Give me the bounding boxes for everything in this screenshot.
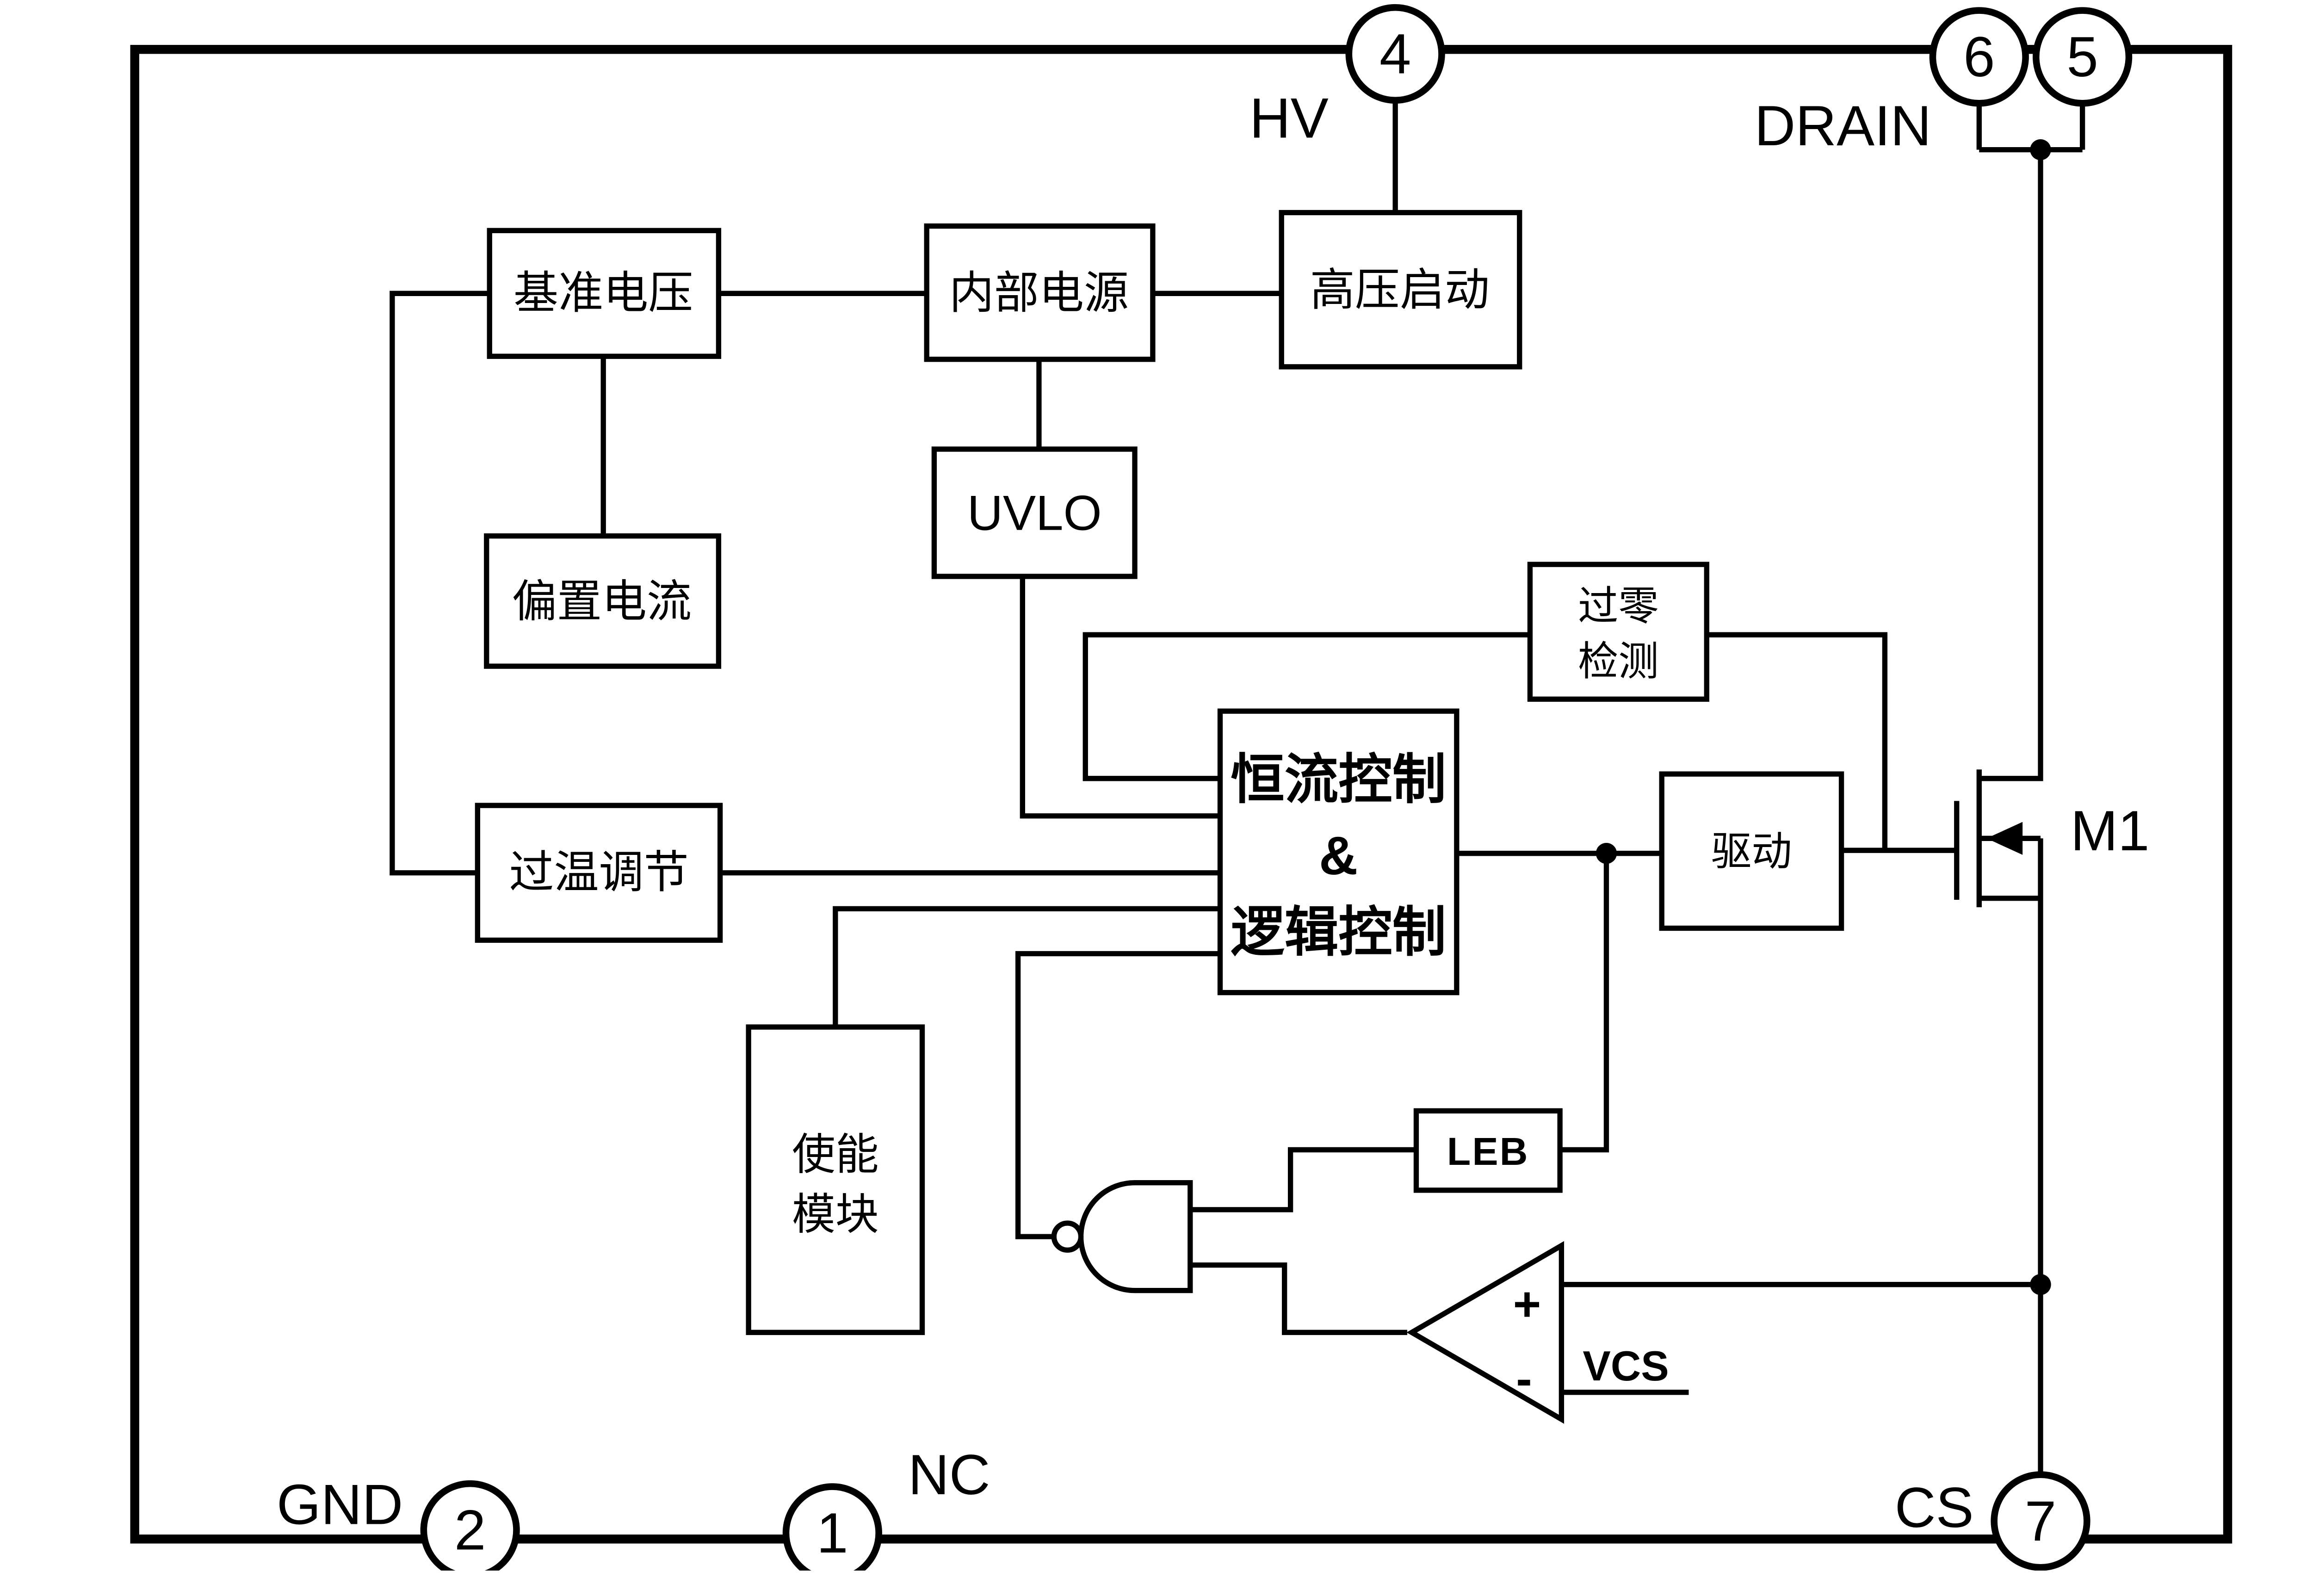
pin-number-1: 1 — [816, 1502, 848, 1565]
pin-drain-6: 6 — [1929, 7, 2029, 107]
wire-comparator-to-nand — [1190, 1262, 1408, 1335]
pin-label-cs: CS — [1895, 1476, 1974, 1540]
pin-label-gnd: GND — [277, 1473, 403, 1536]
driver-label: 驱动 — [1711, 829, 1792, 874]
pin-circle-7 — [1991, 1471, 2090, 1571]
ref-voltage-box — [487, 228, 722, 359]
internal-power-box — [924, 223, 1156, 362]
mosfet-m1-icon — [1954, 769, 2041, 908]
wire-uvlo-to-cclogic — [1020, 576, 1220, 819]
pin-number-7: 7 — [2025, 1490, 2056, 1553]
pin-label-hv: HV — [1249, 87, 1329, 150]
block-zero-cross-detect: 过零 检测 — [1527, 562, 1709, 702]
block-internal-power: 内部电源 — [924, 223, 1156, 362]
enable-label-line2: 模块 — [792, 1190, 879, 1238]
wire-zcd-to-cclogic — [1082, 632, 1530, 781]
wire-leb-to-nand — [1190, 1147, 1416, 1212]
wire-driver-node-to-leb — [1560, 853, 1609, 1153]
zero-cross-box — [1527, 562, 1709, 702]
pin-circle-6 — [1929, 7, 2029, 107]
pin-number-5: 5 — [2066, 25, 2098, 89]
pin-label-drain: DRAIN — [1755, 94, 1932, 158]
cc-logic-label-line1: 恒流控制 — [1231, 749, 1446, 810]
uvlo-box — [931, 446, 1138, 579]
leb-box — [1413, 1108, 1563, 1193]
mosfet-label: M1 — [2071, 799, 2150, 863]
otp-regulation-box — [475, 803, 723, 943]
chip-boundary — [130, 45, 2233, 1544]
pin-drain-5: 5 — [2033, 7, 2133, 107]
junction-dot-driver-input — [1596, 843, 1617, 864]
pin-number-2: 2 — [454, 1499, 486, 1562]
pin-hv: 4 HV — [1249, 4, 1445, 150]
cc-logic-label-line3: 逻辑控制 — [1231, 902, 1446, 962]
otp-regulation-label: 过温调节 — [509, 847, 688, 897]
internal-power-label: 内部电源 — [949, 268, 1129, 318]
hv-startup-label: 高压启动 — [1310, 265, 1490, 315]
hv-startup-box — [1279, 210, 1522, 370]
enable-module-box — [746, 1024, 925, 1335]
wire-nand-to-cclogic — [1015, 951, 1220, 1239]
ref-voltage-label: 基准电压 — [513, 268, 693, 318]
cc-logic-label-line2: & — [1319, 826, 1358, 886]
nand-gate-icon — [1078, 1180, 1193, 1293]
pin-gnd: 2 GND — [277, 1473, 520, 1571]
pin-label-nc: NC — [908, 1443, 990, 1507]
driver-box — [1659, 771, 1844, 931]
wire-drain-to-mosfet — [1979, 149, 2043, 781]
pin-cs: 7 CS — [1895, 1471, 2090, 1571]
block-enable-module: 使能 模块 — [746, 1024, 925, 1335]
wire-enable-to-cclogic — [833, 906, 1220, 1027]
wire-zcd-to-gate — [1707, 632, 1888, 851]
comparator-plus-sign: + — [1513, 1277, 1541, 1330]
block-otp-regulation: 过温调节 — [475, 803, 723, 943]
pin-nc: 1 NC — [782, 1443, 990, 1571]
leb-label: LEB — [1447, 1130, 1529, 1173]
pin-circle-4 — [1345, 4, 1445, 104]
block-cc-logic-control: 恒流控制 & 逻辑控制 — [1217, 708, 1460, 996]
block-driver: 驱动 — [1659, 771, 1844, 931]
pin-circle-1 — [782, 1483, 882, 1571]
inverter-bubble-icon — [1051, 1220, 1084, 1253]
enable-label-line1: 使能 — [792, 1130, 879, 1179]
block-uvlo: UVLO — [931, 446, 1138, 579]
pin-number-6: 6 — [1963, 25, 1995, 89]
block-leb: LEB — [1413, 1108, 1563, 1193]
wire-drain-pins-join — [1976, 103, 2085, 153]
bias-current-box — [484, 533, 722, 669]
comparator-icon — [1406, 1241, 1565, 1424]
cc-logic-box — [1217, 708, 1460, 996]
zero-cross-label-line1: 过零 — [1578, 583, 1659, 629]
uvlo-label: UVLO — [967, 485, 1102, 541]
wire-ref-to-otp — [390, 291, 490, 876]
bias-current-label: 偏置电流 — [512, 576, 692, 626]
comparator-minus-sign: - — [1516, 1352, 1532, 1405]
block-hv-startup: 高压启动 — [1279, 210, 1522, 370]
junction-dot-cs-sense — [2030, 1274, 2051, 1295]
pin-circle-5 — [2033, 7, 2133, 107]
pin-circle-2 — [420, 1480, 520, 1571]
pin-number-4: 4 — [1379, 23, 1411, 86]
junction-dot-drain — [2030, 139, 2051, 161]
vcs-reference-label: VCS — [1583, 1343, 1669, 1390]
mosfet-body-arrow-icon — [1986, 822, 2023, 855]
block-bias-current: 偏置电流 — [484, 533, 722, 669]
block-ref-voltage: 基准电压 — [487, 228, 722, 359]
zero-cross-label-line2: 检测 — [1578, 639, 1659, 684]
